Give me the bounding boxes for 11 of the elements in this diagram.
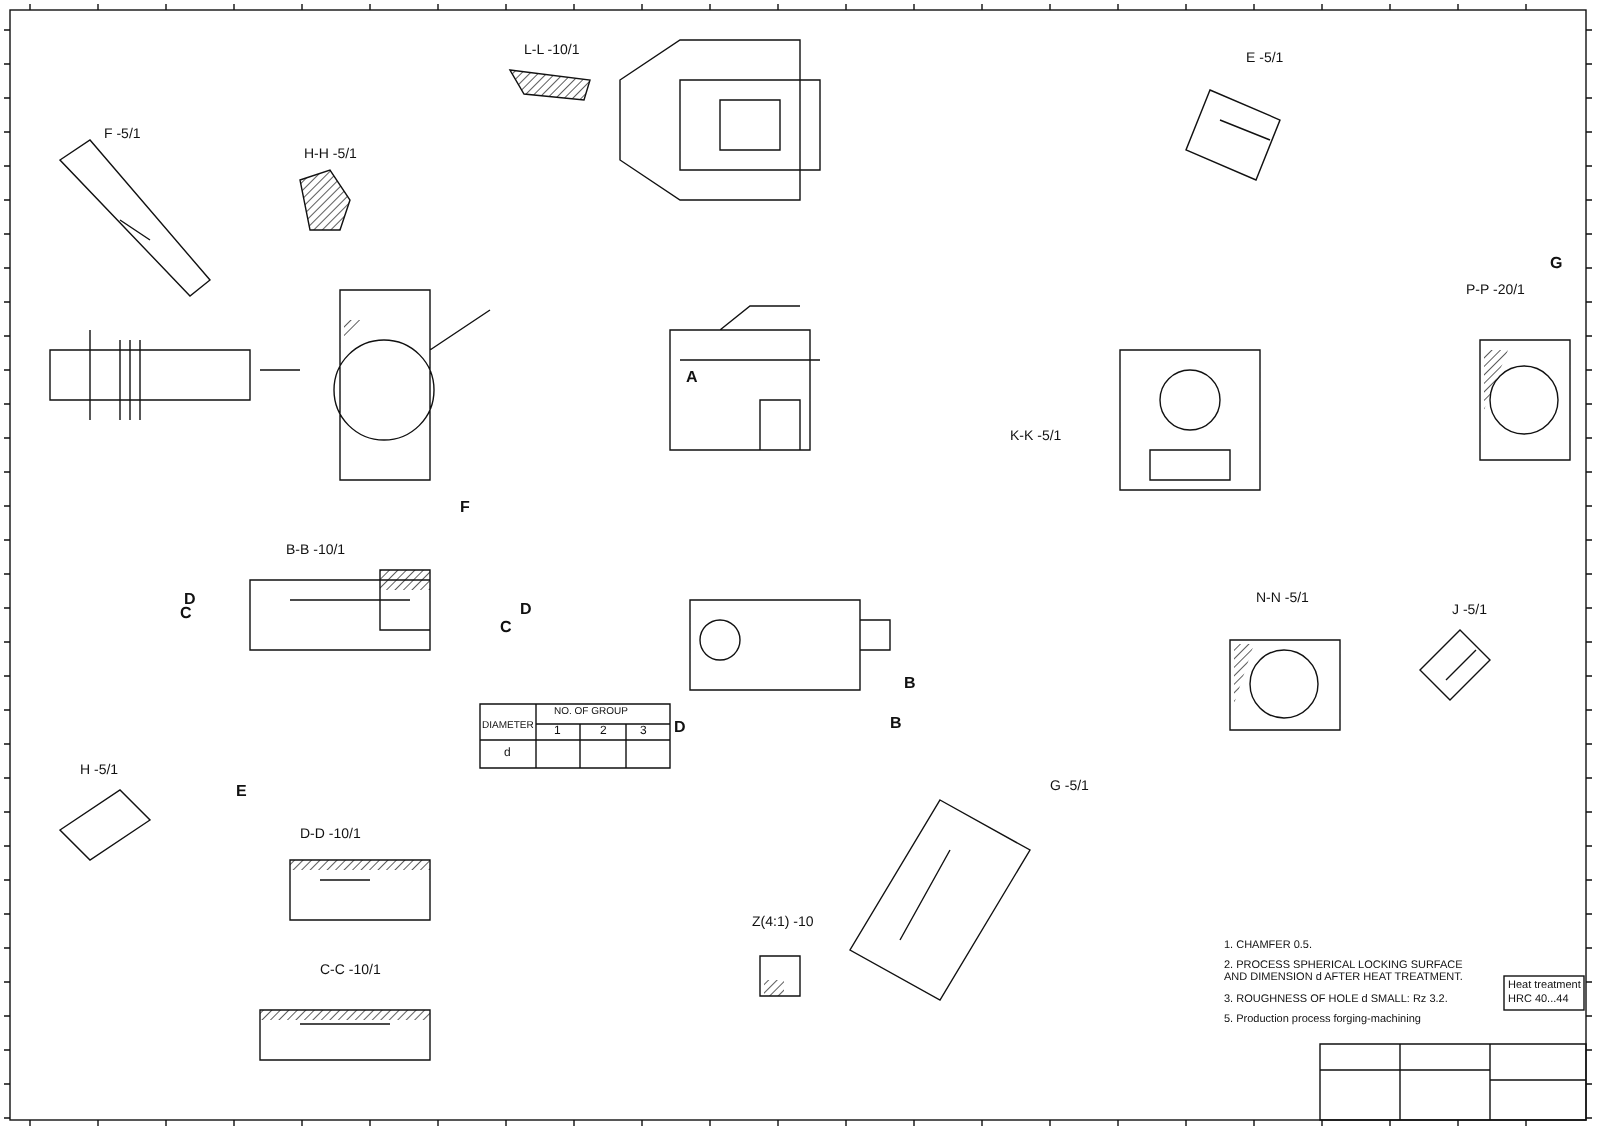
section-letter: G: [1550, 256, 1563, 274]
section-letter: D: [674, 720, 686, 738]
section-letter: F: [460, 500, 470, 518]
section-letter: D: [520, 602, 532, 620]
section-letter: E: [236, 784, 247, 802]
section-letter: B: [904, 676, 916, 694]
section-letter: B: [890, 716, 902, 734]
section-letter: C: [500, 620, 512, 638]
section-letter: A: [686, 370, 698, 388]
section-letter: C: [180, 606, 192, 624]
section-letter: D: [184, 592, 196, 608]
